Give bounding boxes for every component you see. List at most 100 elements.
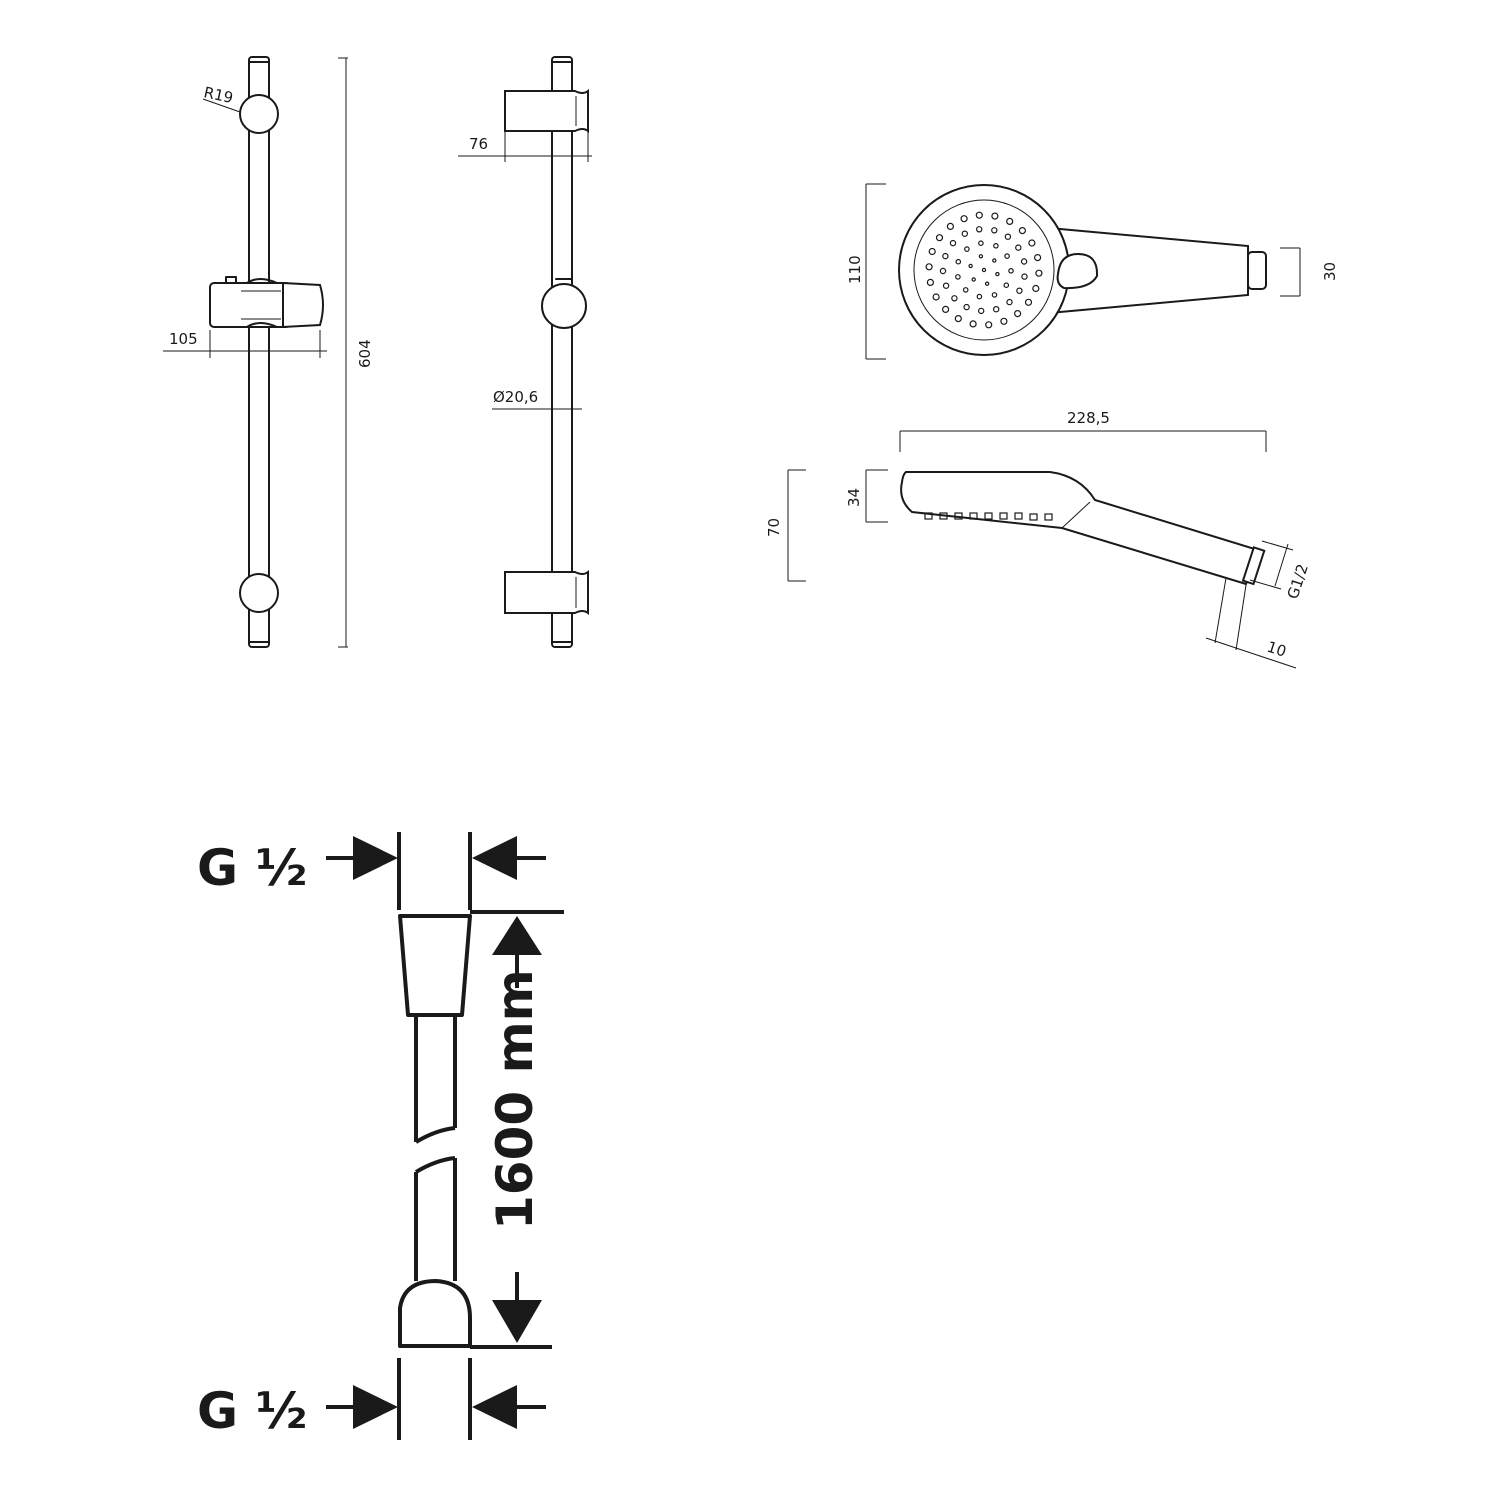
radius-label: R19 xyxy=(202,83,235,107)
top-left-arrow xyxy=(353,836,398,880)
side-nozzle xyxy=(969,512,978,520)
nozzle xyxy=(995,271,1000,277)
nozzle xyxy=(991,212,999,220)
slider-side xyxy=(541,283,587,329)
bracket-depth-label: 76 xyxy=(469,135,488,153)
nozzle xyxy=(926,278,935,286)
spray-button xyxy=(1056,252,1099,290)
shower-body-side xyxy=(900,471,1260,586)
nozzle xyxy=(1033,254,1042,262)
rail-diameter-label: Ø20,6 xyxy=(493,388,538,406)
rail-height-label: 604 xyxy=(356,339,374,368)
side-nozzle xyxy=(954,512,963,520)
nozzle xyxy=(942,252,949,260)
nozzle xyxy=(1000,317,1008,325)
side-nozzle xyxy=(984,512,993,520)
wall-bracket-top-side xyxy=(504,88,589,134)
nozzle xyxy=(984,281,990,286)
hose-bottom-nut xyxy=(398,1279,472,1348)
spray-nozzles xyxy=(925,211,1043,329)
thread-label: G1/2 xyxy=(1284,562,1312,602)
nozzle xyxy=(1006,298,1013,306)
nozzle xyxy=(993,306,1000,313)
nozzle xyxy=(941,305,950,313)
nozzle xyxy=(925,263,933,271)
hand-shower-side-view: 228,5 34 70 G1/2 10 xyxy=(765,409,1312,669)
nozzle xyxy=(955,274,961,280)
clamp-width-label: 105 xyxy=(169,330,198,348)
hose-top-connection-label: G ½ xyxy=(197,839,307,897)
nozzle xyxy=(1028,239,1036,247)
nozzle xyxy=(1018,227,1027,235)
nozzle xyxy=(951,295,958,302)
nozzle xyxy=(1003,282,1010,289)
nozzle xyxy=(1013,310,1022,318)
nozzle xyxy=(949,239,957,247)
nozzle xyxy=(932,293,940,301)
length-label: 228,5 xyxy=(1067,409,1110,427)
hose-length-label: 1600 mm xyxy=(486,969,544,1230)
nozzle xyxy=(928,247,936,256)
head-depth-label: 34 xyxy=(845,488,863,507)
hose-bottom-connection-label: G ½ xyxy=(197,1382,307,1440)
nozzle xyxy=(992,258,997,263)
rail-front-view: R19 105 604 xyxy=(163,56,374,648)
nozzle xyxy=(976,293,983,300)
nozzle xyxy=(1004,253,1010,259)
length-arrow-down xyxy=(492,1300,542,1343)
nozzle xyxy=(942,282,950,289)
top-right-arrow xyxy=(472,836,517,880)
nozzle xyxy=(976,226,983,233)
nozzle xyxy=(971,277,976,282)
hose-connector-front xyxy=(1247,251,1267,290)
hand-shower-front-view: 110 30 xyxy=(846,183,1339,360)
side-nozzle xyxy=(924,512,933,520)
rail-side-view: 76 Ø20,6 xyxy=(458,56,592,648)
nozzle xyxy=(1004,233,1012,240)
rail-tube-front xyxy=(248,56,270,648)
side-nozzle xyxy=(999,512,1008,520)
nozzle xyxy=(993,243,999,249)
side-nozzle xyxy=(939,512,948,520)
nozzle xyxy=(991,227,998,234)
rail-tube-side xyxy=(551,56,573,648)
wall-bracket-bottom-side xyxy=(504,569,589,616)
nozzle xyxy=(978,240,984,247)
nozzle xyxy=(1032,284,1040,293)
length-arrow-up xyxy=(492,916,542,955)
nozzle xyxy=(1015,244,1022,251)
nozzle xyxy=(964,246,970,252)
nozzle xyxy=(1008,267,1014,274)
nozzle xyxy=(962,287,969,293)
side-nozzles xyxy=(924,512,1053,521)
slider-clamp-front xyxy=(209,276,324,329)
head-diameter-label: 110 xyxy=(846,255,864,284)
nozzle xyxy=(1035,269,1043,277)
nozzle xyxy=(969,320,977,328)
nozzle xyxy=(961,230,969,237)
nozzle xyxy=(1016,287,1023,294)
hose-drawing: G ½ 1600 mm G ½ xyxy=(197,832,564,1440)
nozzle xyxy=(960,215,968,223)
nozzle xyxy=(939,267,947,275)
handle-end-label: 30 xyxy=(1321,262,1339,281)
nozzle xyxy=(975,211,983,219)
wall-bracket-bottom-front xyxy=(239,573,279,613)
nozzle xyxy=(946,222,955,230)
nozzle xyxy=(985,321,993,329)
nozzle xyxy=(935,234,944,242)
nozzle xyxy=(978,307,985,315)
nozzle xyxy=(1024,298,1033,306)
nozzle xyxy=(955,258,962,265)
total-height-label: 70 xyxy=(765,518,783,537)
wall-bracket-top-front xyxy=(239,94,279,134)
bottom-left-arrow xyxy=(353,1385,398,1429)
nozzle xyxy=(991,292,998,298)
shower-head-front xyxy=(898,184,1070,356)
side-nozzle xyxy=(1014,512,1023,520)
nozzle xyxy=(968,263,973,269)
nozzle xyxy=(1020,258,1028,265)
side-nozzle xyxy=(1044,513,1053,521)
hose-top-nut xyxy=(398,914,472,1017)
